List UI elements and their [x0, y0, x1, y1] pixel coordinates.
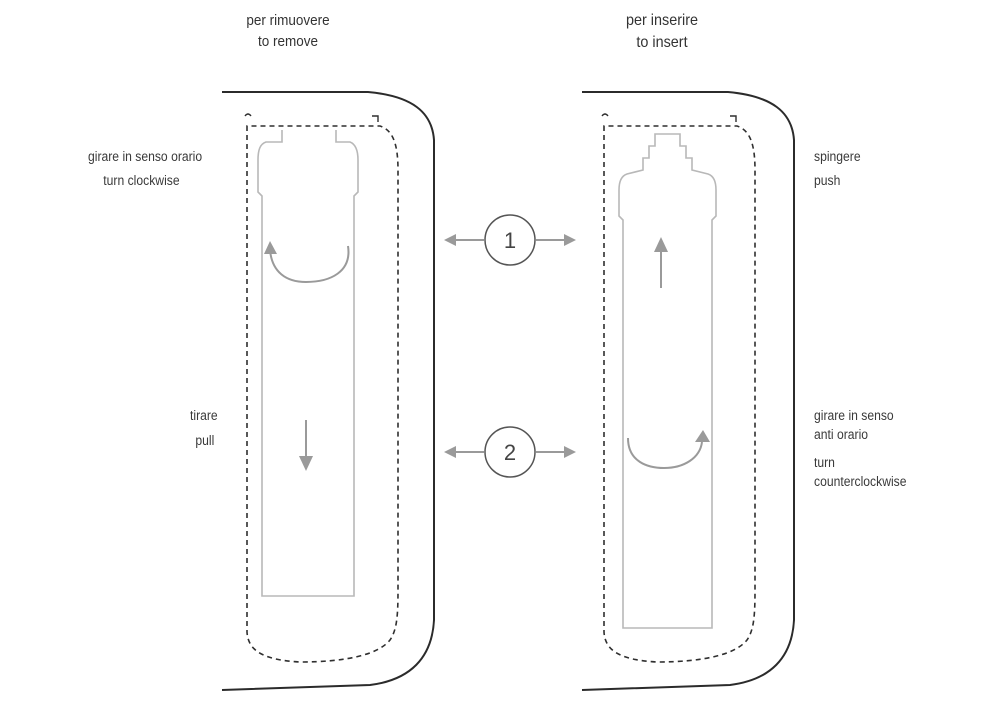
remove-dashed-compartment	[246, 125, 399, 663]
step-1-number: 1	[504, 228, 516, 253]
insert-dashed-compartment	[603, 125, 756, 663]
insert-cartridge	[618, 133, 717, 629]
remove-step2-en: pull	[195, 433, 215, 448]
insert-step1-label: spingere push	[814, 147, 861, 190]
clockwise-arrow-head	[264, 241, 277, 254]
step-1-circle	[484, 214, 536, 266]
insert-heading: per inserire to insert	[608, 10, 716, 54]
step-2-circle	[484, 426, 536, 478]
step-1-indicator: 1	[444, 214, 576, 266]
insert-housing-outline	[581, 91, 795, 691]
remove-step1-label: girare in senso orario turn clockwise	[88, 147, 202, 190]
step-2-indicator: 2	[444, 426, 576, 478]
insert-step2-en-line2: counterclockwise	[814, 474, 907, 489]
insert-top-hook-left	[601, 113, 609, 117]
clockwise-arrow-icon	[269, 245, 350, 284]
insert-step2-label: girare in senso anti orario turn counter…	[814, 406, 907, 491]
insert-heading-it: per inserire	[625, 12, 699, 29]
remove-panel	[221, 91, 435, 691]
remove-top-hook-left	[244, 113, 252, 117]
remove-housing-outline	[221, 91, 435, 691]
insert-heading-en: to insert	[636, 34, 688, 51]
step-indicators: 1 2	[444, 214, 576, 478]
counterclockwise-arrow-head	[695, 430, 710, 442]
remove-heading-en: to remove	[257, 33, 319, 50]
down-arrow-head	[299, 456, 313, 471]
remove-step1-en: turn clockwise	[103, 173, 180, 188]
remove-top-hook-right	[372, 115, 379, 122]
remove-step2-label: tirare pull	[190, 406, 218, 450]
insert-top-hook-right	[730, 115, 737, 122]
remove-heading: per rimuovere to remove	[234, 10, 342, 52]
insert-step2-en-line1: turn	[814, 455, 835, 470]
step-2-number: 2	[504, 440, 516, 465]
insert-step1-it: spingere	[814, 149, 861, 164]
insert-step1-en: push	[814, 173, 841, 188]
remove-step1-it: girare in senso orario	[88, 149, 203, 164]
remove-cartridge	[257, 130, 359, 597]
remove-heading-it: per rimuovere	[246, 12, 330, 29]
insert-panel	[581, 91, 795, 691]
remove-step2-it: tirare	[190, 408, 218, 423]
insert-step2-it-line2: anti orario	[814, 427, 869, 442]
up-arrow-head	[654, 237, 668, 252]
insert-step2-it-line1: girare in senso	[814, 408, 894, 423]
counterclockwise-arrow-icon	[627, 437, 703, 470]
